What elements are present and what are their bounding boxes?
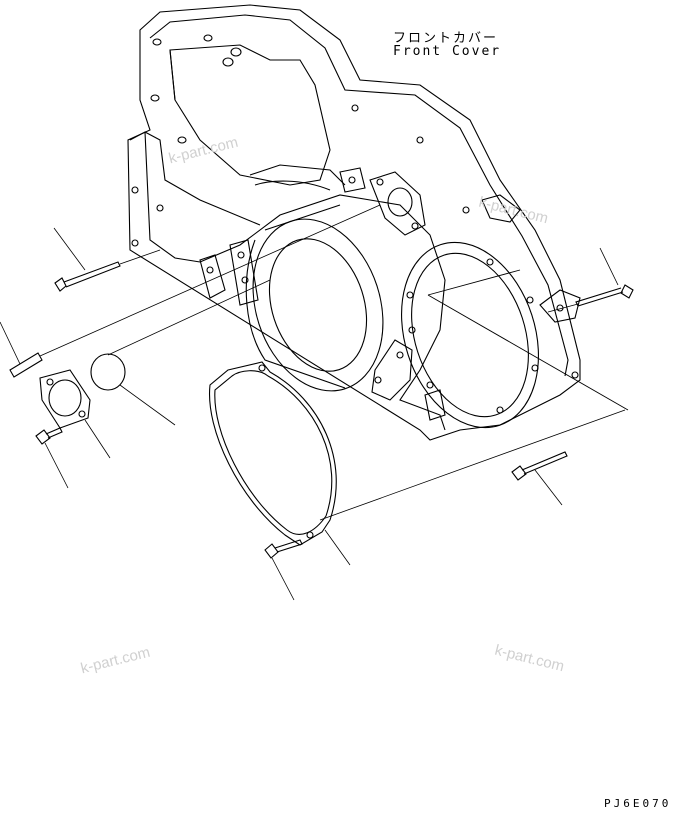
- drawing-code: PJ6E070: [604, 797, 672, 810]
- dowel-pin: [0, 205, 380, 377]
- bolt-right-upper: [548, 248, 633, 312]
- bolt-upper-left: [54, 228, 160, 291]
- o-ring: [91, 280, 270, 425]
- front-cover-housing: [128, 5, 628, 445]
- right-opening-inner: [392, 238, 549, 432]
- large-gasket: [210, 362, 625, 565]
- upper-port-flange: [370, 172, 425, 235]
- part-name-english: Front Cover: [393, 44, 502, 59]
- right-opening-outer: [379, 225, 561, 446]
- bolt-right-lower: [512, 452, 567, 505]
- seal-bore-inner: [253, 226, 383, 384]
- bolt-bottom-center: [265, 540, 302, 600]
- lower-boss: [372, 340, 412, 400]
- bolt-lower-left: [36, 428, 68, 488]
- left-boss-upper: [200, 255, 225, 298]
- cover-inner-panel: [170, 45, 330, 185]
- left-boss-lower: [230, 240, 258, 305]
- top-boss: [340, 168, 365, 192]
- small-cover-plate: [40, 370, 110, 458]
- right-bracket-upper: [482, 195, 520, 222]
- part-name-japanese: フロントカバー: [393, 31, 499, 46]
- cover-outer-outline: [128, 5, 580, 440]
- cover-flange-inner: [150, 15, 568, 376]
- right-bracket-lower: [540, 290, 580, 322]
- cover-left-flange: [130, 132, 200, 262]
